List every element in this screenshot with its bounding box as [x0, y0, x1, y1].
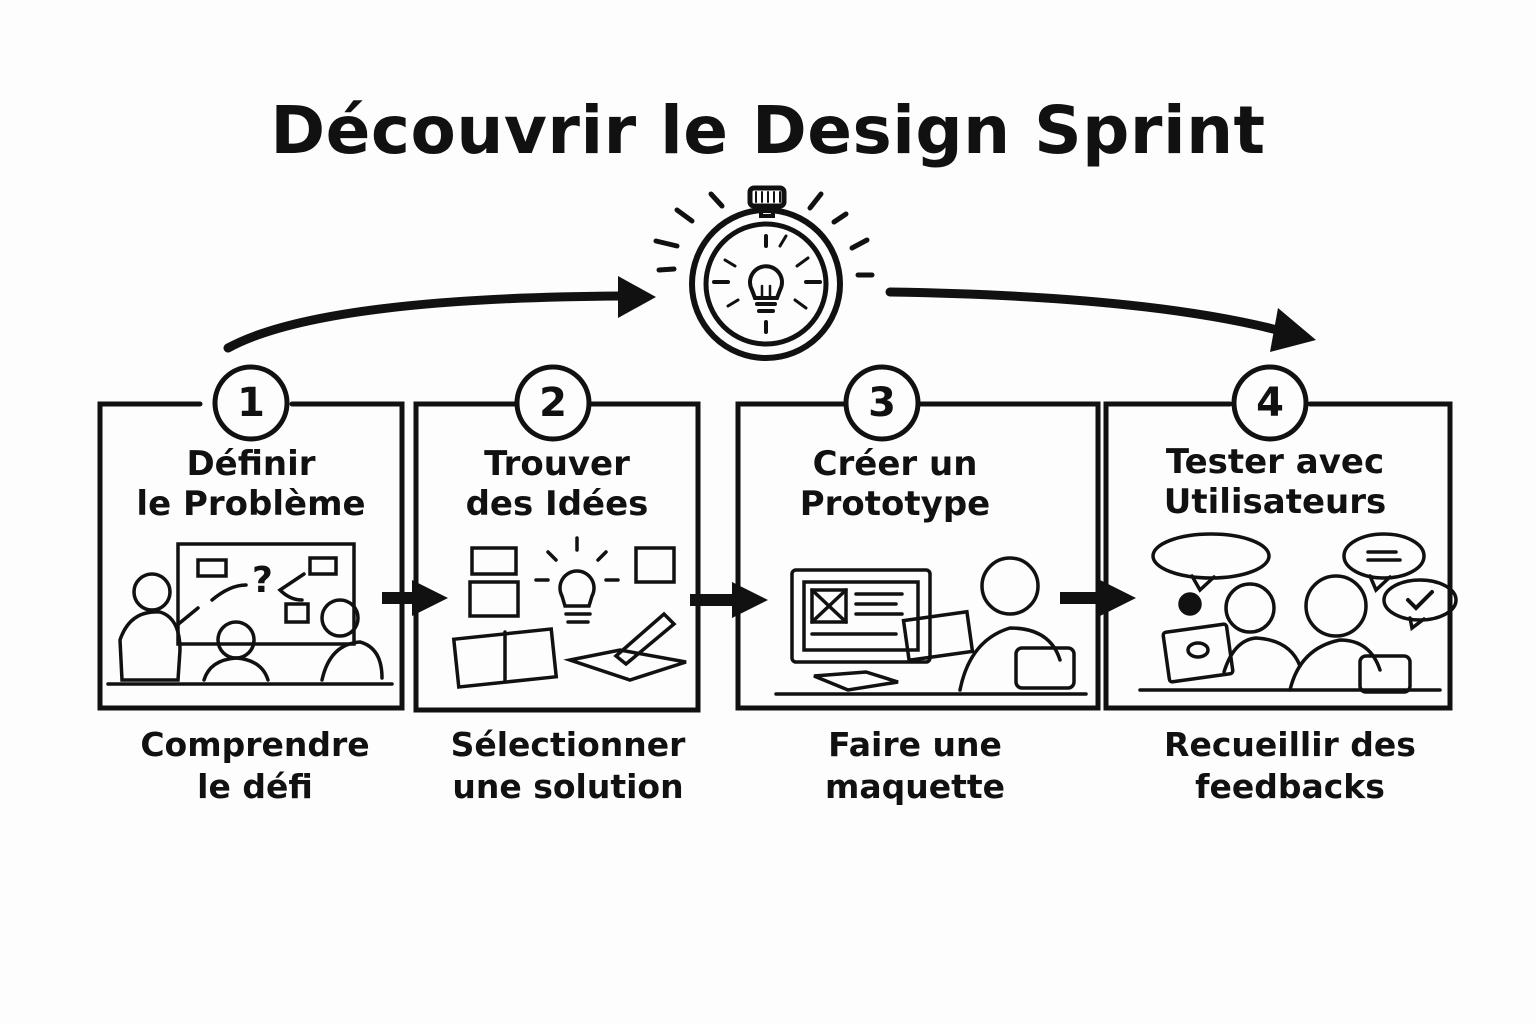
svg-text:?: ?: [252, 560, 273, 601]
step-title-3-line1: Créer un: [812, 444, 978, 484]
flow-arrow-right: [885, 287, 1290, 337]
step-title-4-line1: Tester avec: [1165, 442, 1385, 482]
step-title-1: Définir le Problème: [110, 444, 392, 524]
step-number-3: 3: [868, 380, 896, 426]
step-caption-2: Sélectionner une solution: [420, 724, 716, 808]
user-testing-feedback-icon: [1138, 532, 1458, 694]
step-caption-4: Recueillir des feedbacks: [1140, 724, 1440, 808]
step-title-2: Trouver des Idées: [420, 444, 694, 524]
team-whiteboard-question-icon: ?: [106, 542, 394, 686]
step-frame-1: [97, 364, 405, 711]
arrowhead-icon: [1270, 308, 1316, 352]
step-arrow-2-3: [690, 582, 768, 618]
step-caption-3: Faire une maquette: [770, 724, 1060, 808]
step-caption-1: Comprendre le défi: [110, 724, 400, 808]
step-frame-3: [735, 364, 1101, 711]
step-caption-4-line2: feedbacks: [1195, 767, 1385, 806]
step-title-1-line2: le Problème: [136, 484, 366, 524]
step-title-3-line2: Prototype: [799, 484, 991, 524]
step-title-4-line2: Utilisateurs: [1163, 482, 1387, 522]
step-caption-2-line2: une solution: [452, 767, 684, 806]
step-number-1: 1: [237, 380, 265, 426]
step-caption-4-line1: Recueillir des: [1164, 725, 1416, 764]
person-building-prototype-icon: [774, 556, 1088, 696]
step-title-2-line1: Trouver: [484, 444, 630, 484]
step-number-4: 4: [1256, 380, 1284, 426]
arrowhead-icon: [618, 276, 656, 318]
step-title-1-line1: Définir: [186, 444, 316, 484]
step-frame-2: [413, 364, 701, 713]
step-arrow-3-4: [1060, 580, 1136, 616]
stopwatch-lightbulb-icon: [653, 185, 875, 361]
step-caption-1-line1: Comprendre: [140, 725, 370, 764]
step-caption-2-line1: Sélectionner: [450, 725, 686, 764]
step-caption-1-line2: le défi: [197, 767, 313, 806]
step-title-4: Tester avec Utilisateurs: [1120, 442, 1430, 522]
step-number-2: 2: [539, 380, 567, 426]
step-frame-4: [1103, 364, 1453, 711]
page-title: Découvrir le Design Sprint: [270, 92, 1266, 169]
step-title-2-line2: des Idées: [465, 484, 649, 524]
lightbulb-sketches-pencil-icon: [451, 536, 687, 689]
flow-arrow-left: [223, 291, 625, 353]
step-arrow-1-2: [382, 580, 448, 616]
step-caption-3-line2: maquette: [824, 767, 1006, 806]
step-title-3: Créer un Prototype: [745, 444, 1045, 524]
step-caption-3-line1: Faire une: [828, 725, 1002, 764]
